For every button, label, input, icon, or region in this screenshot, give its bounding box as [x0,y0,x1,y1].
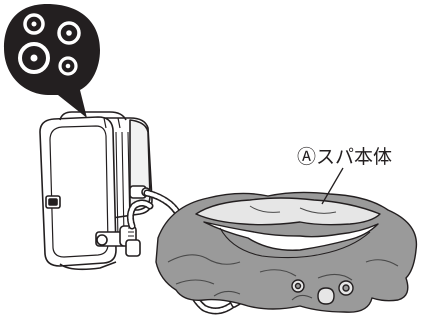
bubble-jets-icon [4,4,100,118]
spa-body [156,192,416,312]
pump-unit [40,112,152,269]
spa-body-label: Ⓐスパ本体 [297,142,392,169]
